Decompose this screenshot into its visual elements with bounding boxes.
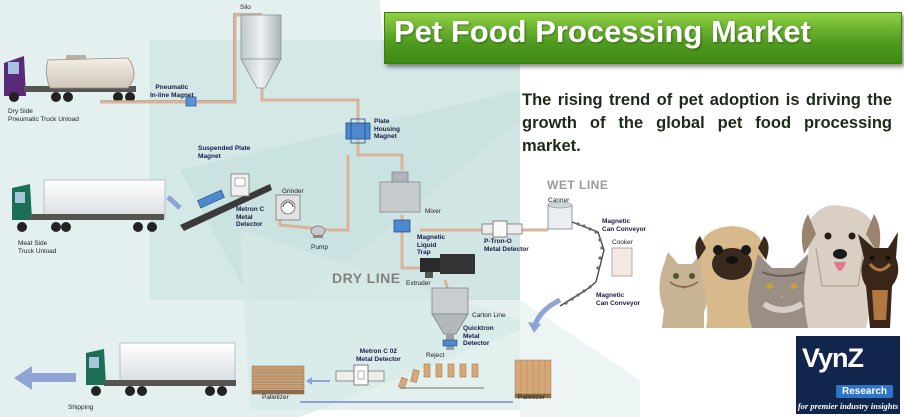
wet-line-return-arrow-icon — [532, 297, 562, 326]
metron-c02-detector — [335, 364, 385, 386]
label-extruder: Extruder — [406, 280, 431, 287]
label-silo: Silo — [240, 4, 251, 11]
logo-tagline: for premier industry insights — [797, 401, 899, 411]
cooker — [611, 247, 633, 277]
pump — [310, 225, 326, 238]
fluffy-cat-icon — [748, 254, 817, 328]
can-conveyor-bottom — [559, 281, 597, 307]
label-canner: Canner — [548, 197, 570, 204]
label-carton-line: Carton Line — [472, 312, 506, 319]
carton-boxes — [398, 363, 479, 390]
small-dog-icon — [858, 232, 899, 328]
cat-icon — [659, 252, 709, 328]
big-dog-icon — [801, 205, 881, 328]
can-conveyor-top — [571, 221, 605, 283]
shipping-truck — [86, 342, 236, 396]
logo-name: VynZ — [802, 343, 864, 373]
vynz-logo — [796, 336, 900, 414]
tanker-truck — [4, 55, 136, 102]
pneumatic-magnet — [185, 96, 197, 107]
label-pump: Pump — [311, 244, 328, 251]
grinder — [275, 194, 301, 221]
ptron-detector — [481, 220, 523, 238]
silo — [240, 14, 282, 89]
wet-line-label: WET LINE — [547, 178, 609, 192]
magnetic-liquid-trap — [393, 219, 411, 233]
pug-icon — [695, 226, 769, 328]
label-reject: Reject — [426, 352, 445, 359]
subtitle-text: The rising trend of pet adoption is driv… — [522, 91, 892, 155]
pets-illustration — [659, 205, 899, 328]
page-title: Pet Food Processing Market — [394, 14, 811, 49]
shipping-arrow-icon — [14, 366, 76, 390]
palletizer-right-stack — [514, 359, 552, 399]
dry-line-label: DRY LINE — [332, 270, 401, 286]
meat-arrow-icon — [166, 195, 182, 210]
logo-research-badge: Research — [836, 385, 893, 398]
meat-truck — [12, 179, 166, 232]
label-palletizer-left: Palletizer — [262, 394, 289, 401]
mixer — [379, 171, 421, 213]
label-grinder: Grinder — [282, 188, 304, 195]
label-palletizer-right: Palletizer — [518, 394, 545, 401]
label-cooker: Cooker — [612, 239, 633, 246]
plate-housing-magnet — [345, 122, 371, 140]
incline-conveyor — [180, 173, 272, 231]
extruder — [420, 254, 475, 278]
carton-line — [431, 287, 469, 350]
title-banner — [384, 12, 902, 64]
palletizer-left-stack — [251, 365, 305, 395]
label-mixer: Mixer — [425, 208, 441, 215]
canner — [547, 201, 573, 230]
label-shipping: Shipping — [68, 404, 94, 411]
